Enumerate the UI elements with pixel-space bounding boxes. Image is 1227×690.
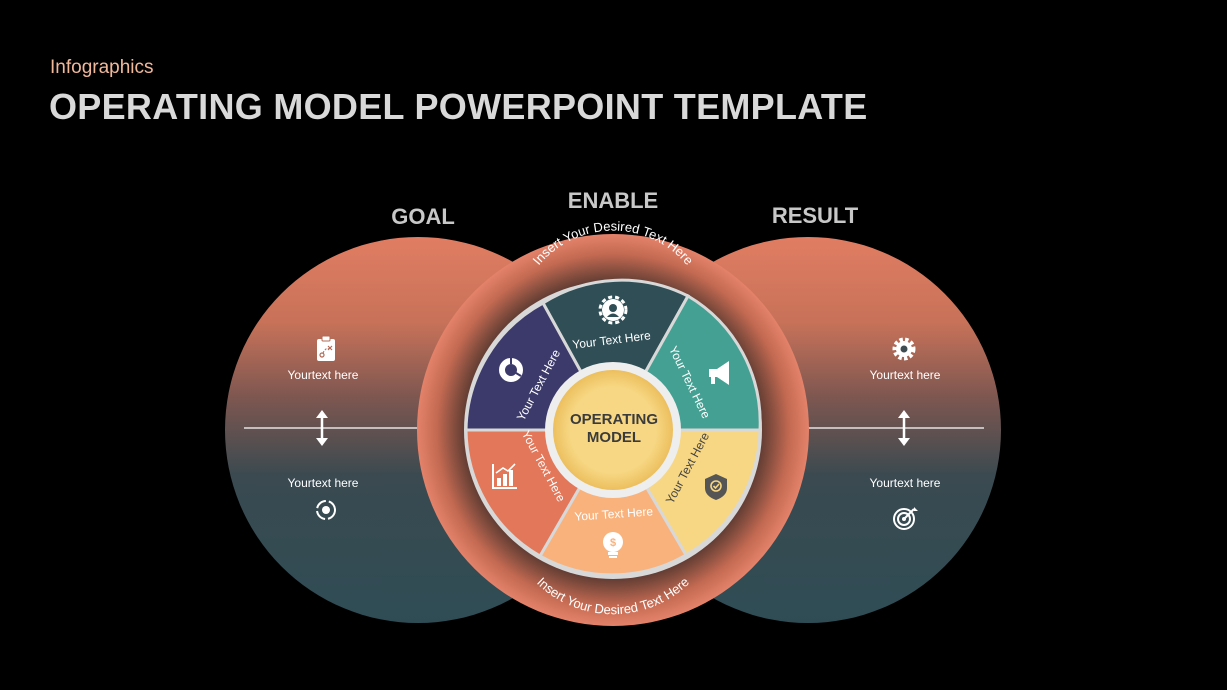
segment-bottom[interactable]	[537, 427, 689, 577]
result-bottom-text: Yourtext here	[870, 476, 941, 490]
enable-label: ENABLE	[568, 188, 658, 213]
goal-arrow-icon	[316, 410, 328, 446]
megaphone-icon	[709, 361, 729, 385]
subtitle: Infographics	[50, 57, 154, 78]
center-line2: MODEL	[587, 429, 641, 446]
donut-chart-icon	[499, 358, 523, 382]
segment-top[interactable]	[541, 278, 691, 434]
goal-top-text: Yourtext here	[288, 368, 359, 382]
page-title: OPERATING MODEL POWERPOINT TEMPLATE	[49, 86, 868, 127]
result-top-text: Yourtext here	[870, 368, 941, 382]
user-gear-icon	[598, 295, 628, 325]
bar-chart-icon	[492, 463, 517, 489]
target-icon	[893, 505, 918, 530]
goal-label: GOAL	[391, 204, 455, 229]
clipboard-strategy-icon	[317, 335, 335, 361]
lightbulb-dollar-icon: $	[603, 532, 623, 558]
center-circle	[553, 370, 673, 490]
center-line1: OPERATING	[570, 411, 658, 428]
goal-bottom-text: Yourtext here	[288, 476, 359, 490]
result-arrow-icon	[898, 410, 910, 446]
shield-check-icon	[705, 474, 727, 500]
result-label: RESULT	[772, 203, 859, 228]
segment-bottom-text: Your Text Here	[574, 504, 654, 523]
svg-text:$: $	[610, 537, 616, 549]
gear-icon	[892, 337, 916, 361]
cycle-icon	[316, 500, 336, 520]
